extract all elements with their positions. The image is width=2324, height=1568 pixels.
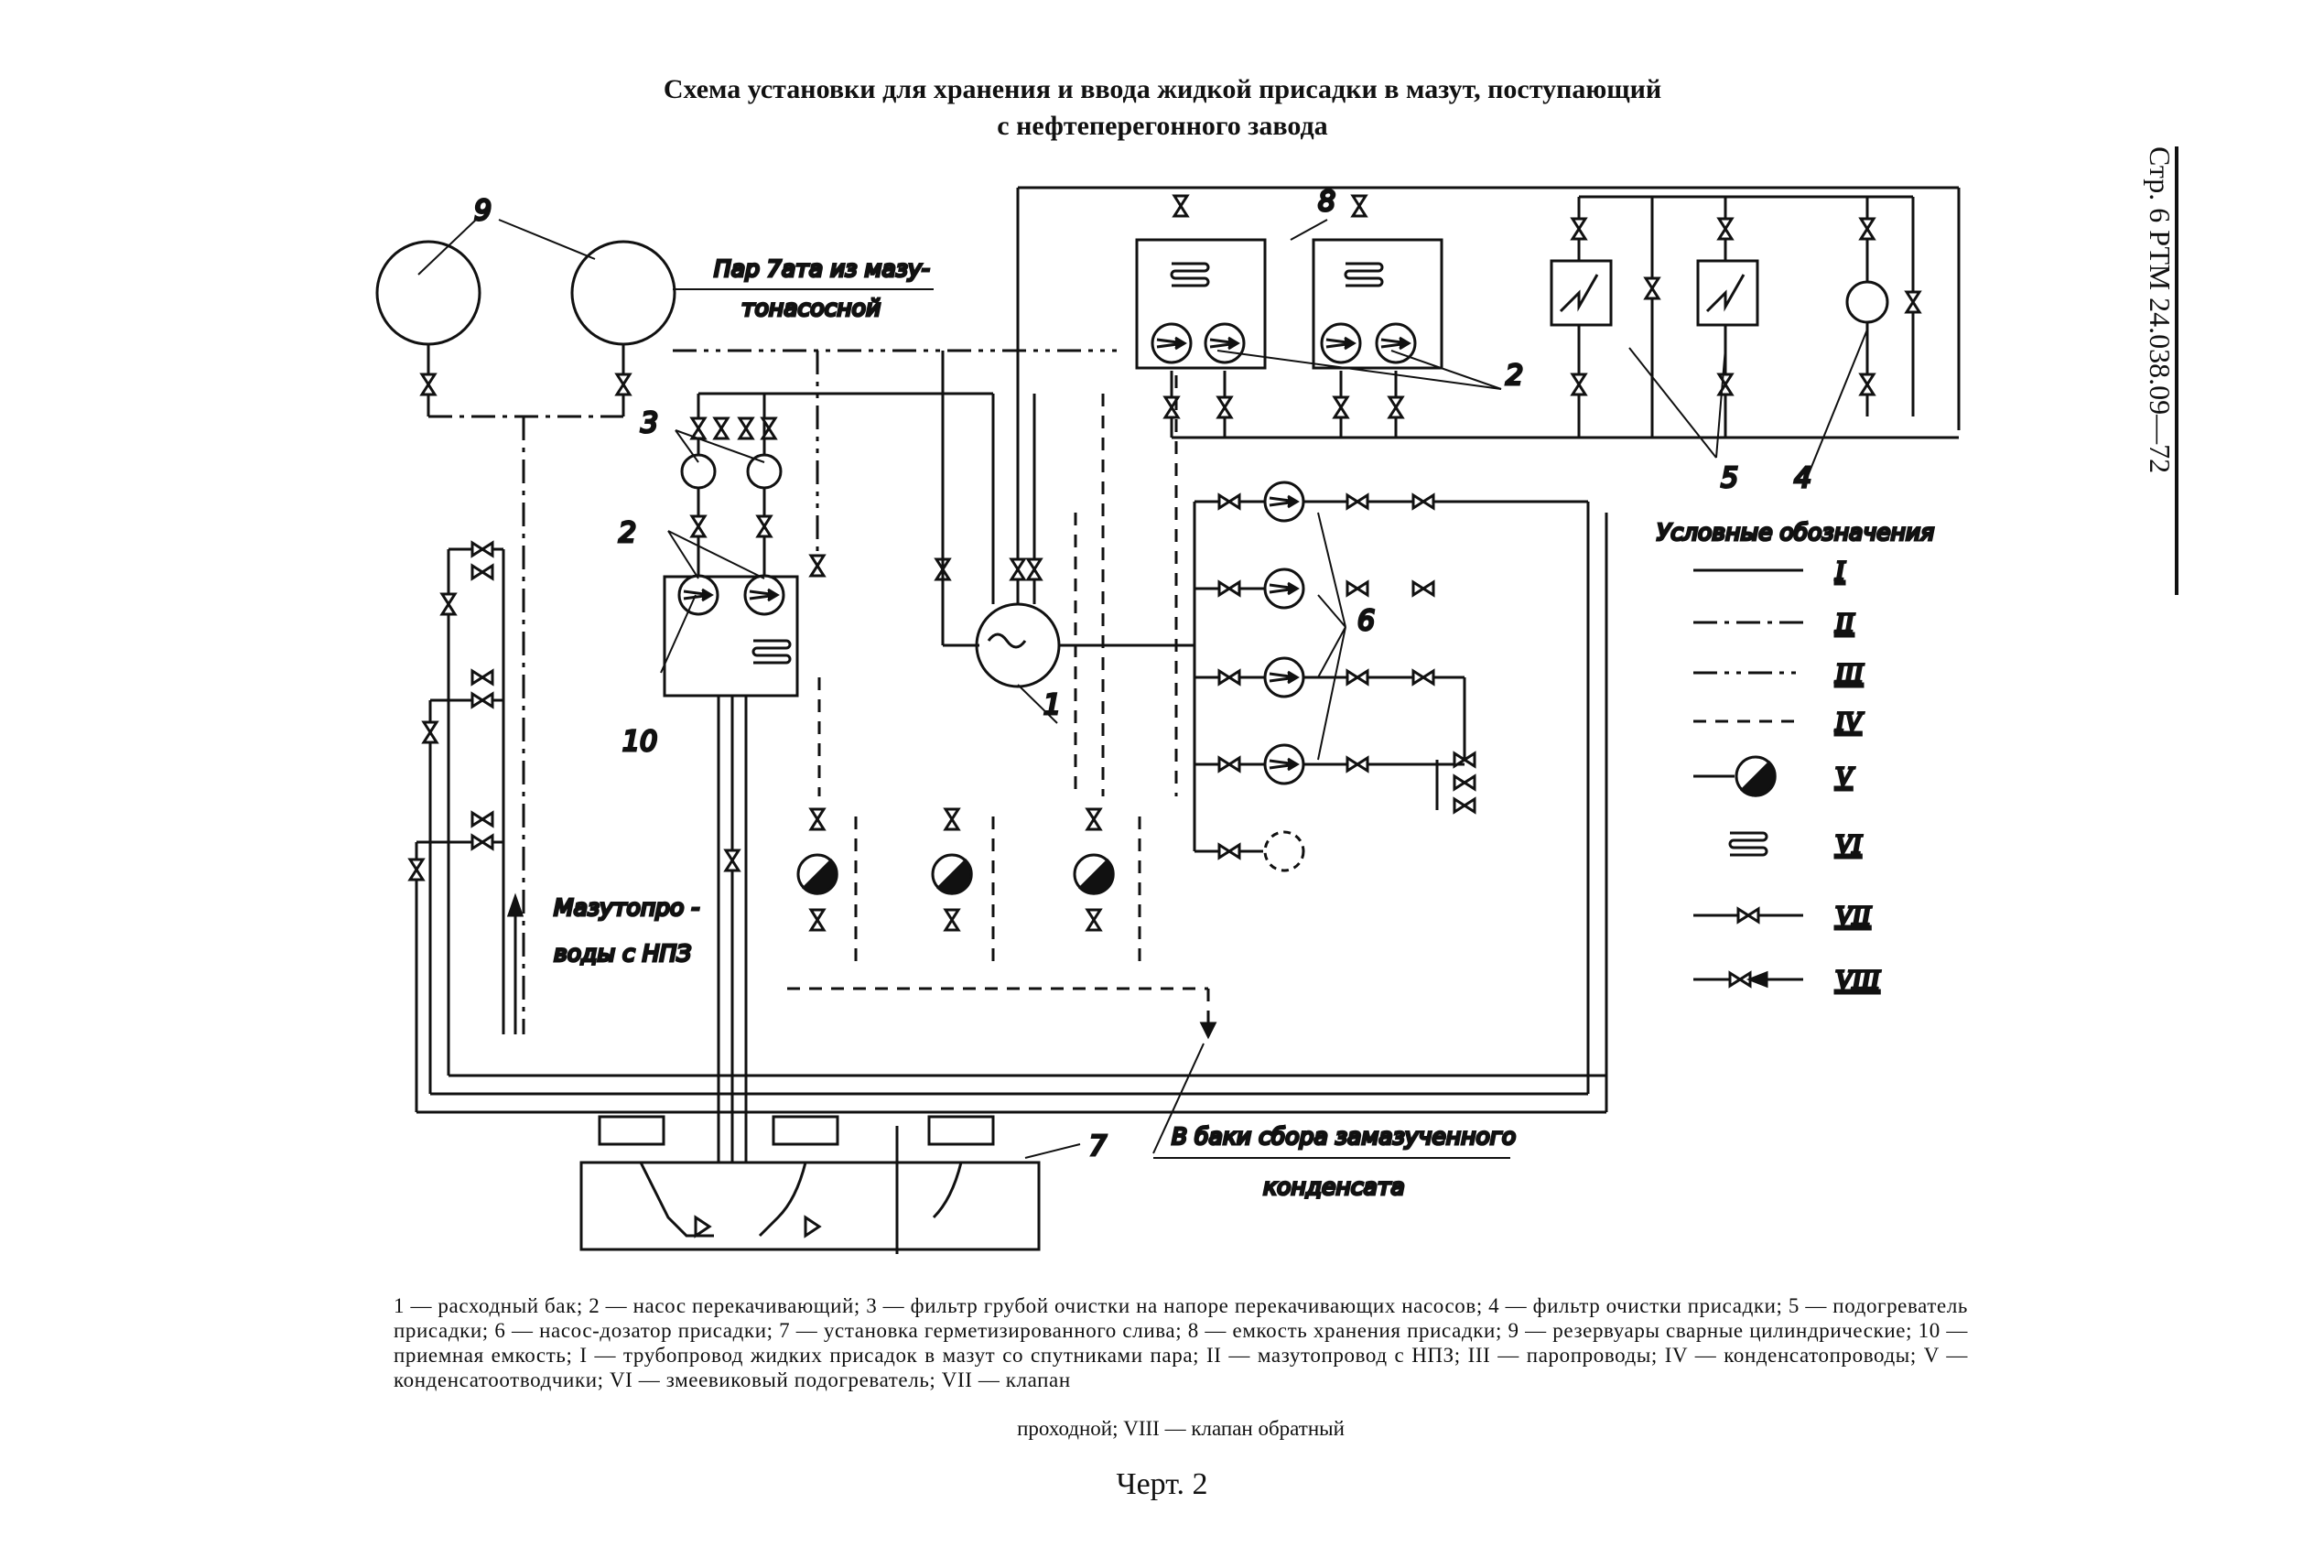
legend-label-VII: VII (1835, 901, 1872, 931)
filter-4 (1845, 197, 1921, 416)
legend-label-VI: VI (1835, 829, 1863, 860)
number-3: 3 (641, 407, 658, 439)
leader-10 (660, 594, 697, 674)
leader-9b (498, 219, 596, 260)
sealed-drain-unit-7 (579, 1115, 1041, 1254)
steam-label-2: тонасосной (741, 295, 881, 321)
bottom-return-loops (416, 513, 1608, 1114)
leader-5a (1628, 347, 1717, 459)
trap-units (796, 807, 1115, 932)
leader-2c (1216, 350, 1502, 390)
legend-label-III: III (1834, 658, 1865, 688)
leader-2a (667, 530, 699, 579)
leader-5b (1715, 347, 1726, 459)
legend (1693, 568, 1803, 989)
title-line-2: с нефтеперегонного завода (997, 111, 1328, 141)
figure-label: Черт. 2 (1116, 1467, 1208, 1501)
figure-caption: 1 — расходный бак; 2 — насос перекачиваю… (394, 1294, 1968, 1391)
number-7: 7 (1089, 1130, 1107, 1162)
heater-5a (1550, 197, 1613, 438)
leader-6b (1317, 594, 1346, 628)
dosing-pumps-6 (1193, 481, 1590, 1094)
storage-container-8a (1135, 194, 1267, 370)
legend-label-I: I (1834, 556, 1846, 586)
number-1: 1 (1043, 689, 1061, 721)
legend-label-IV: IV (1834, 707, 1865, 737)
leader-6a (1317, 512, 1346, 628)
leader-2d (1390, 350, 1502, 390)
storage-tank-right (570, 240, 676, 416)
drain-label-1: В баки сбора замазученного (1172, 1123, 1516, 1150)
leader-4 (1807, 329, 1868, 477)
steam-label-1: Пар 7ата из мазу- (714, 255, 930, 282)
leader-7 (1024, 1143, 1081, 1159)
storage-tank-left (375, 240, 481, 416)
fuel-label-2: воды с НПЗ (554, 940, 691, 967)
leader-2b (667, 530, 765, 579)
legend-label-V: V (1835, 762, 1855, 792)
legend-title: Условные обозначения (1657, 519, 1934, 546)
fuel-lines-left (408, 541, 524, 1112)
number-4: 4 (1794, 462, 1811, 494)
number-6: 6 (1357, 605, 1375, 637)
page-title: Схема установки для хранения и ввода жид… (384, 71, 1940, 145)
number-8: 8 (1318, 186, 1335, 218)
number-10: 10 (622, 726, 657, 758)
fuel-label-1: Мазутопро - (554, 894, 699, 921)
leader-1 (1017, 684, 1058, 724)
number-2b: 2 (1506, 360, 1523, 392)
consumable-tank-1 (935, 188, 1194, 688)
leader-3b (675, 429, 765, 463)
figure-caption-last-line: проходной; VIII — клапан обратный (1017, 1417, 1345, 1440)
condensate-traps (787, 375, 1208, 990)
side-divider (2175, 146, 2178, 595)
leader-6d (1317, 626, 1346, 761)
heater-5b (1696, 197, 1759, 438)
leader-9a (417, 219, 477, 276)
legend-label-II: II (1834, 608, 1855, 638)
number-9: 9 (474, 195, 492, 227)
legend-label-VIII: VIII (1835, 965, 1881, 995)
leader-8 (1290, 219, 1328, 241)
drain-leader (1152, 1043, 1205, 1154)
number-5: 5 (1721, 462, 1738, 494)
title-line-1: Схема установки для хранения и ввода жид… (663, 74, 1662, 104)
leader-3a (675, 429, 699, 463)
storage-container-8b (1312, 194, 1443, 370)
receiving-tank-10 (663, 392, 993, 1190)
leader-6c (1317, 626, 1346, 678)
number-2a: 2 (619, 517, 636, 549)
drain-label-2: конденсата (1263, 1173, 1405, 1200)
